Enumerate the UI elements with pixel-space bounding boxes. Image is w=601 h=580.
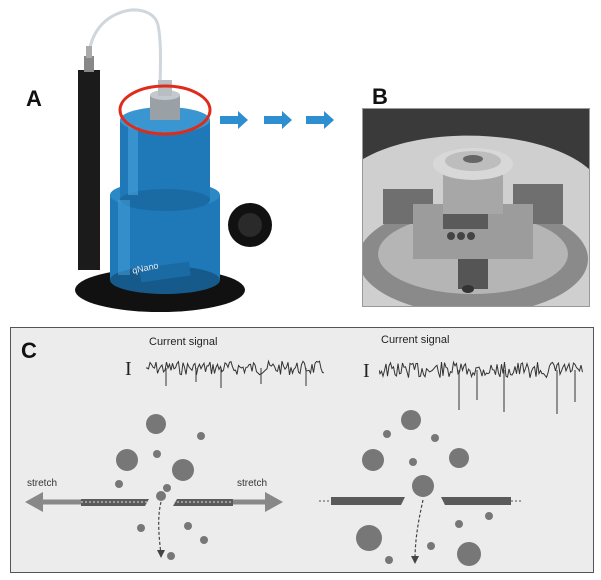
panel-a: A qNano [26,0,370,330]
stretch-left-label: stretch [27,478,58,489]
right-pore-diagram [319,410,523,566]
panel-a-letter: A [26,86,42,111]
right-axis-symbol: I [363,360,370,382]
pressure-column [78,70,100,270]
flow-arrow-icon [306,111,334,129]
nanopore-stage-photo [363,109,589,306]
highlight-circle [118,84,212,136]
panel-b-letter: B [372,84,388,109]
fluid-tube [87,8,162,96]
panel-c-letter: C [21,338,37,363]
panel-b [362,108,590,307]
right-signal-title: Current signal [381,334,450,346]
right-current-trace [379,360,583,414]
left-pore-diagram [25,414,283,560]
flow-arrow-icon [264,111,292,129]
qnano-device-illustration [75,8,272,312]
stretch-right-label: stretch [237,478,268,489]
flow-arrows [220,111,334,129]
panel-c: C Current signal I Current signal I [10,327,594,573]
left-axis-symbol: I [125,358,132,380]
left-signal-title: Current signal [149,336,218,348]
left-current-trace [146,359,325,388]
flow-arrow-icon [220,111,248,129]
